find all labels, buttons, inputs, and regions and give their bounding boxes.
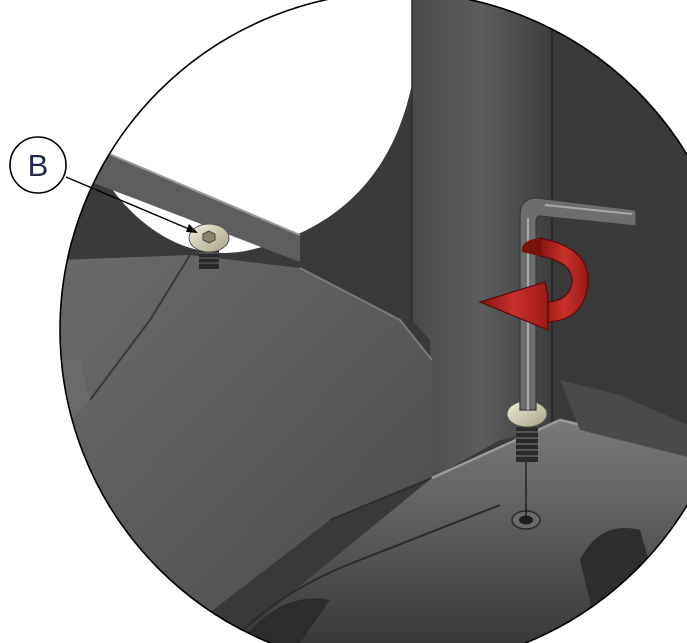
callout-circle [9, 136, 67, 194]
detail-lens-outline [59, 0, 687, 643]
top-rail [60, 150, 300, 262]
clockwise-rotation-arrow-icon [478, 237, 589, 331]
socket-head-screw-icon [506, 400, 548, 462]
bottom-rail-lip [560, 380, 687, 460]
rail-curve [240, 598, 330, 643]
sloped-panel [60, 255, 432, 643]
callout-leader-line [65, 176, 197, 233]
screw-b [188, 223, 230, 269]
callout-b: B [9, 136, 67, 194]
hex-socket-icon [202, 230, 216, 244]
vertical-post [412, 0, 552, 478]
bottom-rail [230, 420, 687, 643]
callout-letter: B [28, 148, 49, 183]
callout-arrowhead [186, 224, 198, 233]
